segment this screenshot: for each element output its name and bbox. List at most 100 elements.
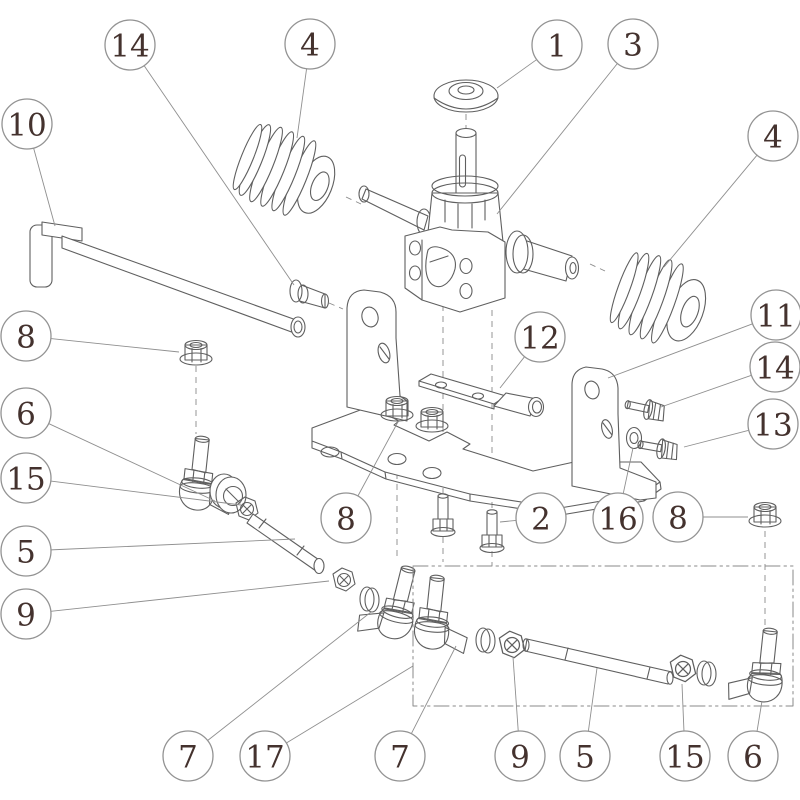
callout-14-left-balloon — [104, 19, 156, 71]
callout-16-leader — [622, 447, 634, 494]
callout-13-balloon — [747, 398, 799, 450]
callout-15-left-leader — [50, 480, 242, 506]
part-flat-washer — [625, 426, 643, 450]
callout-2-balloon — [515, 492, 567, 544]
part-kit-jam-nut-right — [669, 654, 697, 683]
callout-11-leader — [607, 323, 753, 379]
part-kit-collar-left — [475, 627, 496, 654]
callout-6-left-number: 6 — [16, 397, 36, 433]
callout-14-right-leader — [660, 374, 752, 408]
callout-14-left-number: 14 — [110, 29, 149, 65]
callout-8-left-number: 8 — [16, 320, 36, 356]
callout-17-leader — [286, 665, 414, 744]
callout-2-leader — [499, 519, 517, 523]
part-kit-tie-rod-end-right — [726, 623, 789, 706]
callout-12-balloon — [514, 311, 566, 363]
callout-4-right: 4 — [663, 110, 799, 268]
part-steering-shaft — [29, 221, 306, 338]
callout-4-left: 4 — [284, 18, 336, 139]
callout-4-right-number: 4 — [763, 120, 783, 156]
part-collar-left — [359, 586, 380, 613]
callout-9-left-number: 9 — [16, 598, 36, 634]
callout-5-bottom-leader — [587, 667, 598, 732]
callout-8-right-number: 8 — [668, 501, 688, 537]
part-kit-jam-nut-left — [498, 630, 526, 659]
callout-5-left: 5 — [0, 525, 296, 577]
callout-15-bottom: 15 — [659, 683, 711, 782]
callout-9-left-balloon — [0, 588, 52, 640]
callout-6-bottom-number: 6 — [743, 740, 763, 776]
part-hex-bolt-upper — [622, 394, 668, 424]
callout-6-left: 6 — [0, 387, 216, 502]
callout-15-left-balloon — [0, 452, 52, 504]
callout-8-middle-leader — [357, 419, 400, 497]
callout-7-right-balloon — [374, 730, 426, 782]
callout-15-left-number: 15 — [6, 462, 45, 498]
part-carriage-bolt-b — [479, 509, 505, 554]
callout-5-bottom-number: 5 — [575, 740, 595, 776]
part-flange-nut-left — [179, 339, 213, 366]
callout-13-number: 13 — [753, 408, 792, 444]
callout-16-number: 16 — [598, 502, 637, 538]
callout-16-balloon — [592, 492, 644, 544]
callout-6-left-leader — [48, 423, 216, 502]
callout-4-left-balloon — [284, 18, 336, 70]
callout-8-right: 8 — [652, 491, 748, 543]
callout-12: 12 — [499, 311, 566, 389]
part-tie-rod-end-lower-left — [355, 557, 427, 645]
callout-3: 3 — [496, 18, 659, 215]
callout-14-right-balloon — [749, 341, 800, 393]
callout-5-left-balloon — [0, 525, 52, 577]
callout-14-left-leader — [143, 65, 295, 286]
callout-6-bottom: 6 — [727, 700, 779, 782]
part-flange-nut-right — [748, 501, 782, 528]
callout-7-left-leader — [207, 611, 372, 741]
callout-1-leader — [496, 59, 537, 89]
callout-9-bottom-number: 9 — [510, 740, 530, 776]
callout-5-left-number: 5 — [16, 535, 36, 571]
callout-2: 2 — [499, 492, 567, 544]
callout-4-left-leader — [296, 68, 308, 139]
callout-17-number: 17 — [245, 740, 284, 776]
callout-2-number: 2 — [531, 502, 551, 538]
callout-5-bottom: 5 — [559, 667, 611, 782]
callout-7-right-leader — [410, 645, 457, 734]
part-mounting-bracket-right — [571, 366, 657, 501]
callout-8-middle-number: 8 — [336, 502, 356, 538]
callout-7-left-balloon — [162, 730, 214, 782]
callout-11: 11 — [607, 289, 800, 379]
part-adjuster-sleeve — [209, 473, 247, 514]
callout-8-left: 8 — [0, 310, 180, 362]
assembly-tie-rod-left — [176, 433, 427, 645]
callout-11-number: 11 — [756, 299, 795, 335]
part-tie-rod-tube-left — [246, 513, 325, 575]
callout-7-right: 7 — [374, 645, 457, 782]
callout-6-bottom-balloon — [727, 730, 779, 782]
part-jam-nut-lower-left — [332, 567, 356, 592]
callout-10-number: 10 — [7, 108, 46, 144]
callout-4-right-balloon — [747, 110, 799, 162]
callout-10: 10 — [1, 98, 56, 227]
callout-15-bottom-leader — [681, 683, 685, 732]
callout-12-leader — [499, 356, 525, 389]
part-kit-tie-rod-end-left — [411, 572, 474, 655]
callout-3-leader — [496, 63, 618, 215]
part-roll-pin — [289, 279, 330, 309]
callout-1-number: 1 — [547, 29, 567, 65]
callout-14-left: 14 — [104, 19, 295, 286]
callout-6-bottom-leader — [756, 700, 763, 732]
part-kit-collar-right — [696, 660, 717, 687]
part-dust-cap — [433, 79, 499, 113]
callout-4-right-leader — [663, 154, 758, 268]
callout-15-bottom-balloon — [659, 730, 711, 782]
callout-8-right-balloon — [652, 491, 704, 543]
callout-7-left-number: 7 — [178, 740, 198, 776]
callout-17: 17 — [239, 665, 414, 782]
callout-14-right: 14 — [660, 341, 800, 408]
callout-3-balloon — [607, 18, 659, 70]
callout-10-balloon — [1, 98, 53, 150]
callout-15-left: 15 — [0, 452, 242, 506]
